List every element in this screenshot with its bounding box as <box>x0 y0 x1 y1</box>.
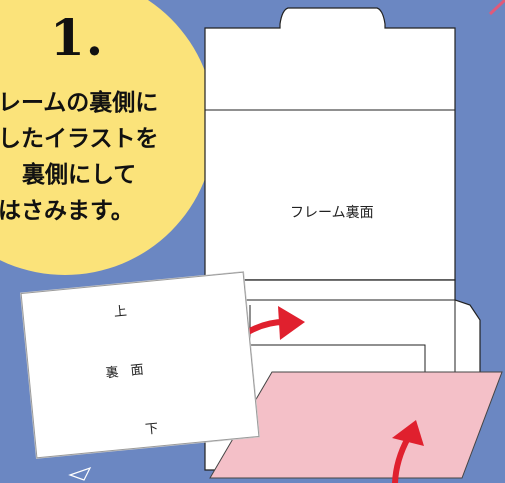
frame-back-panel <box>204 7 456 281</box>
insert-arrow-2 <box>392 435 411 483</box>
sheet-center-label: 裏 面 <box>104 362 149 382</box>
sheet-top-label: 上 <box>113 304 128 321</box>
pink-illustration-sheet <box>209 371 503 479</box>
insert-arrow-2-head <box>392 420 424 446</box>
paper-plane-icon <box>68 466 92 481</box>
instruction-line-3: 裏側にして <box>22 162 137 188</box>
instruction-line-2: したイラストを <box>0 126 159 152</box>
sheet-bottom-label: 下 <box>144 421 159 438</box>
frame-back-label: フレーム裏面 <box>290 205 374 221</box>
instruction-bubble <box>0 0 215 275</box>
instruction-line-1: レームの裏側に <box>0 90 159 116</box>
insert-arrow-1-head <box>278 306 305 340</box>
instruction-line-4: はさみます。 <box>0 198 134 224</box>
white-illustration-sheet: 上 裏 面 下 <box>20 271 260 459</box>
decorative-stroke <box>488 0 505 16</box>
step-number: 1. <box>50 8 105 67</box>
